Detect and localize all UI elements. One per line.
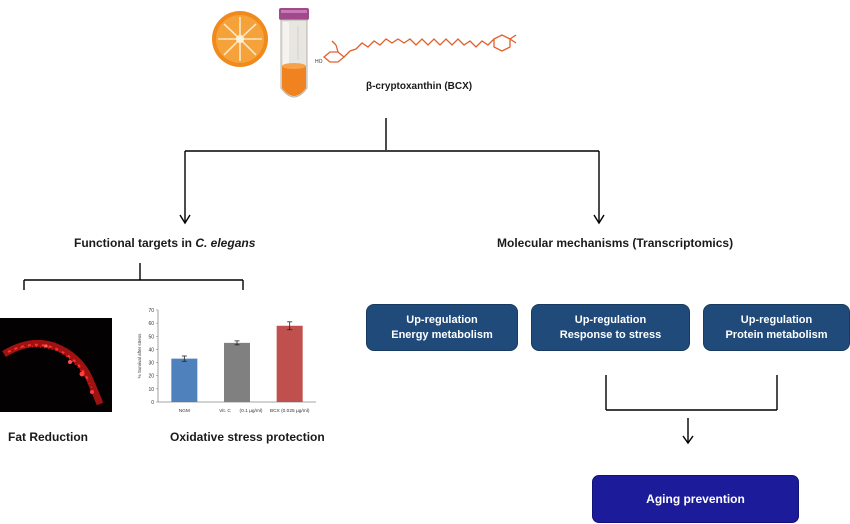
aging-prevention-box: Aging prevention	[592, 475, 799, 523]
species-name: C. elegans	[195, 236, 256, 250]
chart-y-axis-label: % Survival after stress	[137, 333, 142, 379]
mechanism-box-stress: Up-regulation Response to stress	[531, 304, 690, 351]
chart-y-tick-label: 50	[148, 334, 154, 340]
chart-y-tick-label: 30	[148, 361, 154, 367]
box-line-1: Up-regulation	[574, 313, 647, 326]
mechanism-box-protein: Up-regulation Protein metabolism	[703, 304, 850, 351]
chart-category-sublabel: (0.1 µg/ml)	[239, 408, 262, 414]
svg-text:HO: HO	[315, 59, 323, 65]
chart-y-tick-label: 0	[151, 400, 154, 406]
sample-tube-image	[279, 8, 309, 98]
bcx-molecule-structure: HO	[315, 34, 517, 65]
functional-targets-prefix: Functional targets in	[74, 236, 196, 250]
orange-slice-image	[212, 11, 268, 67]
box-line-2: Response to stress	[559, 328, 662, 341]
chart-y-tick-label: 40	[148, 347, 154, 353]
oxidative-stress-label: Oxidative stress protection	[170, 430, 325, 444]
box-line-2: Energy metabolism	[391, 328, 493, 341]
chart-category-label: NGM	[179, 408, 190, 414]
chart-y-tick-label: 10	[148, 387, 154, 393]
compound-name: β-cryptoxanthin (BCX)	[366, 81, 473, 92]
mechanism-box-energy: Up-regulation Energy metabolism	[366, 304, 518, 351]
box-line-1: Up-regulation	[406, 313, 478, 326]
chart-bar	[171, 358, 198, 402]
fat-reduction-micrograph	[0, 318, 112, 412]
chart-bar	[276, 325, 303, 402]
box-line-1: Up-regulation	[740, 313, 813, 326]
chart-y-tick-label: 70	[148, 308, 154, 314]
molecular-mechanisms-title: Molecular mechanisms (Transcriptomics)	[497, 236, 734, 250]
oxidative-stress-bar-chart: 0 10 20 30 40 50 60 70 % Survival after stressNG…	[137, 308, 316, 414]
chart-y-tick-label: 20	[148, 374, 154, 380]
fat-reduction-label: Fat Reduction	[8, 430, 88, 444]
chart-y-tick-label: 60	[148, 321, 154, 327]
chart-category-label: BCX (0.025 µg/ml)	[270, 408, 310, 414]
functional-targets-title: Functional targets in C. elegans	[74, 236, 255, 250]
chart-bar	[224, 342, 250, 402]
chart-category-label: Vit. C	[219, 408, 231, 414]
box-line-2: Protein metabolism	[725, 328, 828, 341]
